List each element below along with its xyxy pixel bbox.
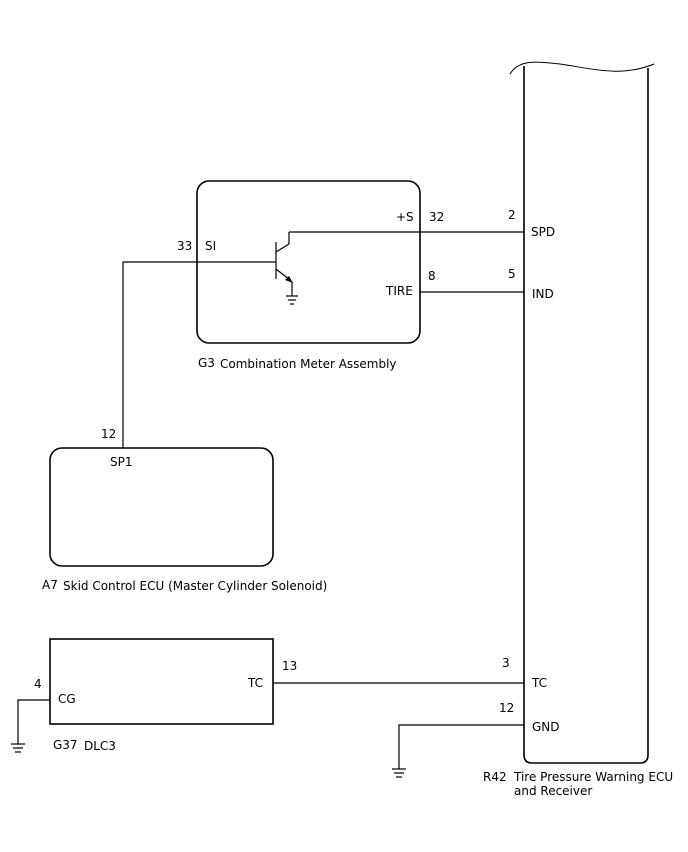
pin-spd-number: 2 bbox=[508, 208, 516, 222]
pin-gnd-number: 12 bbox=[499, 701, 514, 715]
wire-cg-ground bbox=[17, 699, 50, 744]
pin-si-number: 33 bbox=[177, 239, 192, 253]
tpw-ecu-name-line1: Tire Pressure Warning ECU bbox=[513, 770, 673, 784]
pin-cg-number: 4 bbox=[34, 677, 42, 691]
pin-tc-label: TC bbox=[531, 676, 547, 690]
pin-tc-number: 3 bbox=[502, 656, 510, 670]
pin-si-label: SI bbox=[205, 239, 216, 253]
combination-meter-name: Combination Meter Assembly bbox=[220, 357, 397, 371]
skid-ecu-block bbox=[49, 447, 274, 567]
wire-si-sp1 bbox=[122, 261, 276, 448]
skid-ecu-name: Skid Control ECU (Master Cylinder Soleno… bbox=[63, 579, 327, 593]
tpw-ecu-block bbox=[509, 61, 655, 764]
tpw-ecu-code: R42 bbox=[483, 770, 507, 784]
pin-tire-number: 8 bbox=[428, 269, 436, 283]
ground-icon bbox=[11, 743, 25, 753]
pin-gnd-label: GND bbox=[532, 720, 560, 734]
pin-cg-label: CG bbox=[58, 692, 76, 706]
pin-sp1-label: SP1 bbox=[110, 455, 133, 469]
dlc3-block bbox=[49, 638, 274, 725]
wire-gnd-ground bbox=[398, 724, 524, 769]
pin-tire-label: TIRE bbox=[385, 284, 413, 298]
pin-ind-number: 5 bbox=[508, 267, 516, 281]
pin-s-label: +S bbox=[396, 210, 414, 224]
dlc3-code: G37 bbox=[53, 738, 78, 752]
pin-ind-label: IND bbox=[532, 287, 554, 301]
dlc3-name: DLC3 bbox=[84, 739, 116, 753]
pin-spd-label: SPD bbox=[531, 225, 555, 239]
pin-dlc-tc-label: TC bbox=[247, 676, 263, 690]
pin-dlc-tc-number: 13 bbox=[282, 659, 297, 673]
skid-ecu-code: A7 bbox=[42, 578, 58, 592]
pin-sp1-number: 12 bbox=[101, 427, 116, 441]
pin-s-number: 32 bbox=[429, 210, 444, 224]
transistor-symbol bbox=[275, 232, 298, 305]
tpw-ecu-name-line2: and Receiver bbox=[514, 784, 592, 798]
ground-icon bbox=[392, 768, 406, 778]
combination-meter-code: G3 bbox=[198, 356, 215, 370]
